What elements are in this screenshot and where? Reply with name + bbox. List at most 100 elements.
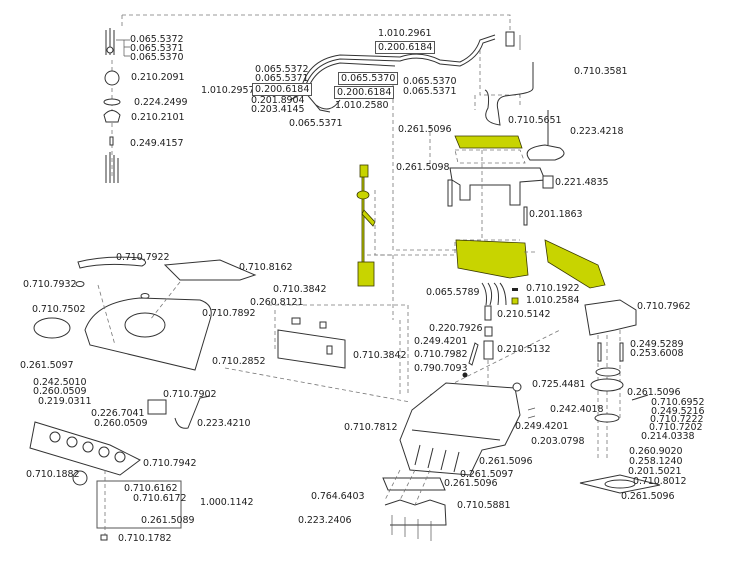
label-pillar-lower-3: 0.201.5021	[628, 466, 682, 477]
label-right-hose-1: 0.065.5370	[403, 76, 457, 87]
label-plug: 0.203.0798	[531, 436, 585, 447]
label-valve-hose: 0.710.3581	[574, 66, 628, 77]
label-left-hose-2: 0.065.5371	[255, 73, 309, 84]
holder-icon	[468, 342, 479, 366]
label-valve-screw-mid: 0.261.5098	[396, 162, 450, 173]
coupling-lower-icon	[103, 110, 121, 123]
label-kit-assembly: 1.000.1142	[200, 497, 254, 508]
label-base-screw-b: 0.261.5097	[460, 469, 514, 480]
label-center-clip: 0.710.1922	[526, 283, 580, 294]
label-top-assembly: 1.010.2961	[378, 28, 432, 39]
label-clips: 0.764.6403	[311, 491, 365, 502]
harness-lower-icon	[384, 499, 447, 526]
label-ring: 0.710.7932	[23, 279, 77, 290]
label-pillar-cap: 0.710.7962	[637, 301, 691, 312]
label-holder: 0.710.7942	[143, 458, 197, 469]
label-kit-item-3: 0.261.5089	[141, 515, 195, 526]
label-pillar-lower-1: 0.260.9020	[629, 446, 683, 457]
label-base-screw-right: 0.242.4018	[550, 404, 604, 415]
label-valve-screw-top: 0.261.5096	[398, 124, 452, 135]
valve-bracket-icon	[449, 167, 546, 206]
label-pillar-side-1: 0.710.6952	[651, 397, 705, 408]
label-frame-bracket-right: 0.710.3842	[353, 350, 407, 361]
connector-icon	[484, 305, 492, 321]
keypad-icon	[33, 317, 71, 339]
label-mid-assembly: 1.010.2580	[335, 100, 389, 111]
label-side-part-3: 0.219.0311	[38, 396, 92, 407]
label-0-065-5370: 0.065.5370	[130, 52, 184, 63]
connector-icon	[505, 31, 515, 47]
label-base-screw-a: 0.261.5096	[479, 456, 533, 467]
label-filter: 0.221.4835	[555, 177, 609, 188]
harness-icon	[356, 164, 376, 287]
frame-plate-icon	[277, 329, 346, 369]
screw-icon	[109, 136, 114, 146]
label-pillar-screw-1: 0.249.5289	[630, 339, 684, 350]
filter-icon	[542, 175, 554, 189]
nut-icon	[462, 372, 468, 378]
hoses-bundle-icon	[481, 282, 507, 306]
label-right-hose-2: 0.065.5371	[403, 86, 457, 97]
label-pillar-screw-2: 0.253.6008	[630, 348, 684, 359]
label-kit-item-2: 0.710.6172	[133, 493, 187, 504]
hose-ends-icon	[105, 152, 119, 183]
top-dashed-connector	[122, 14, 511, 35]
label-side-part-2: 0.260.0509	[33, 386, 87, 397]
pillar-ring-icon	[590, 378, 624, 392]
label-pipe: 0.223.4218	[570, 126, 624, 137]
label-cover-screw: 0.261.5097	[20, 360, 74, 371]
label-pillar-plate: 0.710.8012	[633, 476, 687, 487]
label-coupling: 0.210.2091	[131, 72, 185, 83]
label-base-screw-right-2: 0.249.4201	[515, 421, 569, 432]
label-board-screw: 0.260.0509	[94, 418, 148, 429]
label-washer: 0.224.2499	[134, 97, 188, 108]
label-keypad: 0.710.7502	[32, 304, 86, 315]
hose-bundle-left-icon	[105, 28, 115, 55]
label-pillar-plate-screw: 0.261.5096	[621, 491, 675, 502]
clip-icon	[512, 288, 518, 291]
label-pillar-side-4: 0.710.7202	[649, 422, 703, 433]
assembly-icon	[511, 297, 519, 305]
coupling-icon	[104, 70, 120, 86]
label-coupling-lower: 0.210.2101	[131, 112, 185, 123]
label-screw: 0.249.4157	[130, 138, 184, 149]
washer-icon	[103, 98, 121, 106]
label-frame-bracket-top: 0.710.3842	[273, 284, 327, 295]
label-center-screw: 0.249.4201	[414, 336, 468, 347]
label-center-tube: 0.210.5132	[497, 344, 551, 355]
board-icon	[147, 399, 167, 415]
label-pcb-clip: 0.710.5651	[508, 115, 562, 126]
kit-box	[96, 480, 182, 529]
label-pillar-lower-2: 0.258.1240	[629, 456, 683, 467]
label-base-screw-c: 0.261.5096	[444, 478, 498, 489]
label-left-hose-1: 0.065.5372	[255, 64, 309, 75]
manifold-assembled-icon	[544, 239, 606, 289]
label-mid-box-bottom: 0.200.6184	[334, 86, 395, 99]
label-left-part-2: 0.203.4145	[251, 104, 305, 115]
tube-icon	[483, 340, 494, 360]
label-bracket: 0.710.7902	[163, 389, 217, 400]
cup-icon	[72, 470, 88, 486]
label-pin: 0.201.1863	[529, 209, 583, 220]
label-left-assembly-box: 0.200.6184	[252, 83, 313, 96]
label-0-065-5371: 0.065.5371	[130, 43, 184, 54]
label-top-assembly-box: 0.200.6184	[375, 41, 436, 54]
label-pillar-screw-ring: 0.261.5096	[627, 387, 681, 398]
label-pillar-side-3: 0.710.7222	[650, 414, 704, 425]
label-pillar-side-5: 0.214.0338	[641, 431, 695, 442]
label-cover: 0.710.7892	[202, 308, 256, 319]
label-center-sleeve: 0.220.7926	[429, 323, 483, 334]
pcb-board-icon	[454, 135, 523, 149]
knob-icon	[512, 382, 522, 392]
pillar-cap-icon	[584, 299, 637, 336]
foot-icon	[100, 534, 108, 541]
label-cup: 0.710.1882	[26, 469, 80, 480]
label-center-connector: 0.210.5142	[497, 309, 551, 320]
ring-icon	[75, 281, 85, 287]
sleeve-icon	[484, 326, 493, 337]
label-base: 0.710.7812	[344, 422, 398, 433]
label-frame-bolt: 0.260.8121	[250, 297, 304, 308]
label-kit-item-1: 0.710.6162	[124, 483, 178, 494]
pin-icon	[523, 206, 528, 226]
